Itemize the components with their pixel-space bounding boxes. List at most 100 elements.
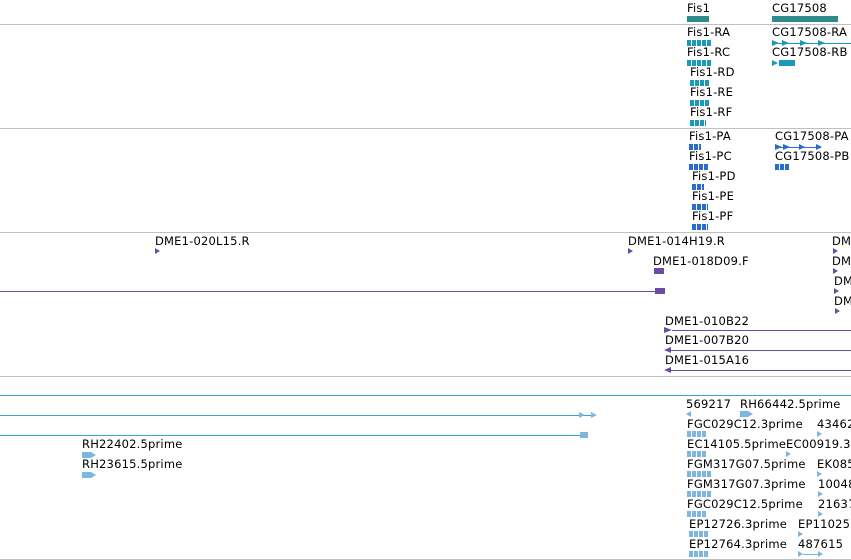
protein-label-fis1-pc[interactable]: Fis1-PC [689, 149, 732, 163]
transcript-label-fis1-re[interactable]: Fis1-RE [690, 85, 734, 99]
est-glyph-long-2[interactable] [0, 432, 590, 438]
clone-glyph-dm-4[interactable] [835, 308, 840, 314]
clone-track: DME1-020L15.R DME1-014H19.R DME1-018D09.… [0, 233, 851, 376]
est-glyph-rh22402[interactable] [82, 452, 96, 458]
est-label-10048[interactable]: 10048 [818, 477, 851, 491]
est-glyph-fgm317g07-5[interactable] [687, 471, 711, 477]
gene-label-cg17508[interactable]: CG17508 [772, 1, 827, 15]
est-label-ec00919[interactable]: EC00919.3 [786, 437, 851, 451]
est-glyph-21637[interactable] [818, 511, 823, 517]
est-label-ep12726[interactable]: EP12726.3prime [689, 517, 788, 531]
est-glyph-ep11025[interactable] [798, 531, 803, 537]
track-separator [0, 24, 851, 25]
protein-glyph-fis1-pf[interactable] [692, 224, 708, 230]
est-label-487615[interactable]: 487615 [798, 537, 844, 551]
clone-glyph-010b22[interactable] [664, 327, 851, 333]
est-glyph-rh23615[interactable] [82, 472, 96, 478]
transcript-glyph-fis1-rf[interactable] [690, 120, 706, 126]
est-glyph-ek085[interactable] [817, 471, 822, 477]
est-track: RH22402.5prime RH23615.5prime 569217 RH6… [0, 377, 851, 560]
protein-glyph-cg17508-pa[interactable] [775, 144, 823, 150]
track-separator [0, 128, 851, 129]
clone-glyph-015a16[interactable] [664, 367, 851, 373]
protein-label-fis1-pd[interactable]: Fis1-PD [692, 169, 736, 183]
clone-glyph-long-left[interactable] [0, 288, 666, 294]
est-glyph-ec00919[interactable] [786, 451, 791, 457]
transcript-pep-track: Fis1-PA Fis1-PC Fis1-PD Fis1-PE Fis1-PF … [0, 129, 851, 232]
gene-track: Fis1 CG17508 [0, 0, 851, 24]
est-glyph-487615[interactable] [798, 551, 824, 557]
transcript-glyph-fis1-rc[interactable] [687, 60, 711, 66]
est-label-rh23615[interactable]: RH23615.5prime [82, 457, 183, 471]
clone-glyph-018d09[interactable] [654, 268, 664, 274]
est-glyph-569217[interactable] [686, 411, 691, 417]
clone-label-018d09[interactable]: DME1-018D09.F [653, 254, 749, 268]
clone-label-010b22[interactable]: DME1-010B22 [665, 314, 750, 328]
protein-label-fis1-pe[interactable]: Fis1-PE [692, 189, 735, 203]
est-label-ep11025[interactable]: EP11025 [798, 517, 851, 531]
est-glyph-fgc029c12-5[interactable] [687, 511, 707, 517]
protein-glyph-fis1-pc[interactable] [689, 164, 709, 170]
transcript-label-fis1-rd[interactable]: Fis1-RD [690, 65, 735, 79]
transcript-label-fis1-rf[interactable]: Fis1-RF [690, 105, 733, 119]
transcript-label-cg17508-ra[interactable]: CG17508-RA [772, 25, 848, 39]
est-label-569217[interactable]: 569217 [686, 397, 732, 411]
clone-label-015a16[interactable]: DME1-015A16 [665, 353, 750, 367]
clone-label-dm-2[interactable]: DM [832, 254, 851, 268]
est-label-fgc029c12-3[interactable]: FGC029C12.3prime [687, 417, 803, 431]
clone-glyph-020l15[interactable] [155, 248, 160, 254]
protein-label-fis1-pa[interactable]: Fis1-PA [689, 129, 731, 143]
est-label-21637[interactable]: 21637 [818, 497, 851, 511]
clone-glyph-014h19[interactable] [628, 248, 633, 254]
est-label-ep12764[interactable]: EP12764.3prime [689, 537, 788, 551]
est-label-43462[interactable]: 43462 [817, 417, 851, 431]
est-glyph-rh66442[interactable] [740, 411, 754, 417]
clone-glyph-dm-2[interactable] [833, 268, 838, 274]
est-alignment-line[interactable] [0, 395, 851, 396]
clone-label-dm-3[interactable]: DM [834, 274, 851, 288]
clone-glyph-007b20[interactable] [664, 347, 851, 353]
protein-glyph-fis1-pe[interactable] [692, 204, 708, 210]
est-glyph-43462[interactable] [817, 431, 822, 437]
est-label-ek085[interactable]: EK085 [817, 457, 851, 471]
clone-label-020l15[interactable]: DME1-020L15.R [155, 234, 250, 248]
transcript-glyph-cg17508-ra[interactable] [772, 40, 851, 46]
est-glyph-ep12764[interactable] [689, 551, 709, 557]
protein-glyph-fis1-pa[interactable] [689, 144, 701, 150]
transcript-label-fis1-ra[interactable]: Fis1-RA [687, 25, 731, 39]
est-glyph-fgc029c12-3[interactable] [687, 431, 707, 437]
protein-glyph-fis1-pd[interactable] [692, 184, 704, 190]
est-label-fgm317g07-5[interactable]: FGM317G07.5prime [687, 457, 806, 471]
est-label-fgm317g07-3[interactable]: FGM317G07.3prime [687, 477, 806, 491]
est-label-ec14105[interactable]: EC14105.5prime [687, 437, 787, 451]
transcript-label-fis1-rc[interactable]: Fis1-RC [687, 45, 731, 59]
protein-label-cg17508-pb[interactable]: CG17508-PB [775, 149, 850, 163]
est-glyph-ec14105[interactable] [687, 451, 707, 457]
track-separator [0, 376, 851, 377]
est-glyph-fgm317g07-3[interactable] [687, 491, 711, 497]
transcript-glyph-fis1-ra[interactable] [687, 40, 711, 46]
clone-label-dm-4[interactable]: DM [834, 294, 851, 308]
gene-glyph-fis1[interactable] [687, 16, 709, 22]
clone-glyph-dm-1[interactable] [833, 248, 838, 254]
est-glyph-long-1[interactable] [0, 412, 600, 418]
clone-label-007b20[interactable]: DME1-007B20 [665, 333, 750, 347]
transcript-glyph-fis1-rd[interactable] [690, 80, 710, 86]
protein-label-cg17508-pa[interactable]: CG17508-PA [775, 129, 849, 143]
transcript-label-cg17508-rb[interactable]: CG17508-RB [772, 45, 848, 59]
est-glyph-10048[interactable] [818, 491, 823, 497]
clone-glyph-dm-3[interactable] [834, 288, 839, 294]
gene-label-fis1[interactable]: Fis1 [687, 1, 711, 15]
est-label-rh22402[interactable]: RH22402.5prime [82, 437, 183, 451]
transcript-glyph-fis1-re[interactable] [690, 100, 710, 106]
est-label-rh66442[interactable]: RH66442.5prime [740, 397, 841, 411]
transcript-glyph-cg17508-rb[interactable] [772, 60, 798, 66]
clone-label-dm-1[interactable]: DM [832, 234, 851, 248]
est-label-fgc029c12-5[interactable]: FGC029C12.5prime [687, 497, 803, 511]
est-glyph-ep12726[interactable] [689, 531, 709, 537]
protein-glyph-cg17508-pb[interactable] [775, 164, 789, 170]
clone-label-014h19[interactable]: DME1-014H19.R [628, 234, 725, 248]
gene-glyph-cg17508[interactable] [772, 16, 838, 22]
protein-label-fis1-pf[interactable]: Fis1-PF [692, 209, 734, 223]
